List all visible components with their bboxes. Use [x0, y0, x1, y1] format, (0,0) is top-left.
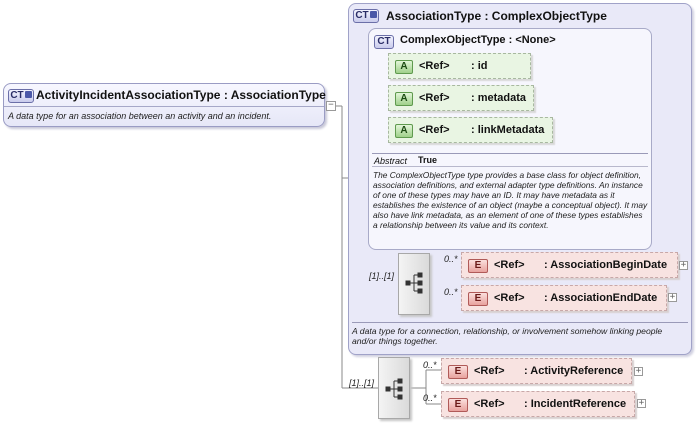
- element-incident-reference[interactable]: E <Ref> : IncidentReference: [441, 391, 635, 417]
- attribute-linkmetadata[interactable]: A <Ref> : linkMetadata: [388, 117, 553, 143]
- expand-icon[interactable]: +: [634, 366, 643, 376]
- attribute-ref: <Ref>: [419, 92, 450, 104]
- complex-object-type-title: ComplexObjectType : <None>: [400, 34, 556, 46]
- attribute-id[interactable]: A <Ref> : id: [388, 53, 531, 79]
- sequence-icon: [405, 272, 423, 294]
- attribute-icon: A: [395, 92, 413, 106]
- root-type-title: ActivityIncidentAssociationType : Associ…: [36, 88, 326, 102]
- sequence-compositor[interactable]: [398, 253, 430, 315]
- element-multiplicity: 0..*: [444, 254, 458, 264]
- attribute-name: : linkMetadata: [471, 124, 545, 136]
- association-type-title: AssociationType : ComplexObjectType: [386, 9, 607, 23]
- element-icon: E: [448, 365, 468, 379]
- complex-type-icon: CT: [374, 35, 394, 49]
- complex-type-icon: CT: [353, 9, 379, 23]
- element-association-begin-date[interactable]: E <Ref> : AssociationBeginDate: [461, 252, 678, 278]
- element-ref: <Ref>: [494, 259, 525, 271]
- element-icon: E: [448, 398, 468, 412]
- complex-object-type-description: The ComplexObjectType type provides a ba…: [373, 170, 648, 230]
- attribute-ref: <Ref>: [419, 124, 450, 136]
- element-icon: E: [468, 259, 488, 273]
- element-ref: <Ref>: [474, 398, 505, 410]
- divider: [372, 153, 648, 154]
- element-name: : AssociationBeginDate: [544, 259, 668, 271]
- attribute-icon: A: [395, 60, 413, 74]
- element-multiplicity: 0..*: [423, 393, 437, 403]
- expand-icon[interactable]: +: [679, 260, 688, 270]
- abstract-value: True: [418, 155, 438, 165]
- attribute-name: : id: [471, 60, 488, 72]
- element-icon: E: [468, 292, 488, 306]
- element-ref: <Ref>: [494, 292, 525, 304]
- element-association-end-date[interactable]: E <Ref> : AssociationEndDate: [461, 285, 667, 311]
- element-name: : AssociationEndDate: [544, 292, 658, 304]
- root-complex-type[interactable]: CT ActivityIncidentAssociationType : Ass…: [3, 83, 326, 127]
- attribute-name: : metadata: [471, 92, 527, 104]
- attribute-icon: A: [395, 124, 413, 138]
- divider: [352, 322, 688, 323]
- complex-type-icon: CT: [8, 89, 34, 103]
- abstract-label: Abstract: [374, 156, 408, 166]
- attribute-ref: <Ref>: [419, 60, 450, 72]
- divider: [372, 166, 648, 167]
- element-multiplicity: 0..*: [444, 287, 458, 297]
- sequence-icon: [385, 378, 403, 400]
- sequence-compositor[interactable]: [378, 357, 410, 419]
- sequence-multiplicity: [1]..[1]: [349, 378, 375, 388]
- sequence-multiplicity: [1]..[1]: [369, 271, 395, 281]
- collapse-toggle-icon[interactable]: −: [326, 101, 336, 111]
- expand-icon[interactable]: +: [668, 292, 677, 302]
- association-type-description: A data type for a connection, relationsh…: [352, 326, 663, 346]
- expand-icon[interactable]: +: [637, 398, 646, 408]
- divider: [4, 106, 324, 107]
- element-name: : ActivityReference: [524, 365, 624, 377]
- element-activity-reference[interactable]: E <Ref> : ActivityReference: [441, 358, 632, 384]
- root-type-description: A data type for an association between a…: [8, 111, 272, 121]
- attribute-metadata[interactable]: A <Ref> : metadata: [388, 85, 534, 111]
- element-ref: <Ref>: [474, 365, 505, 377]
- element-multiplicity: 0..*: [423, 360, 437, 370]
- element-name: : IncidentReference: [524, 398, 627, 410]
